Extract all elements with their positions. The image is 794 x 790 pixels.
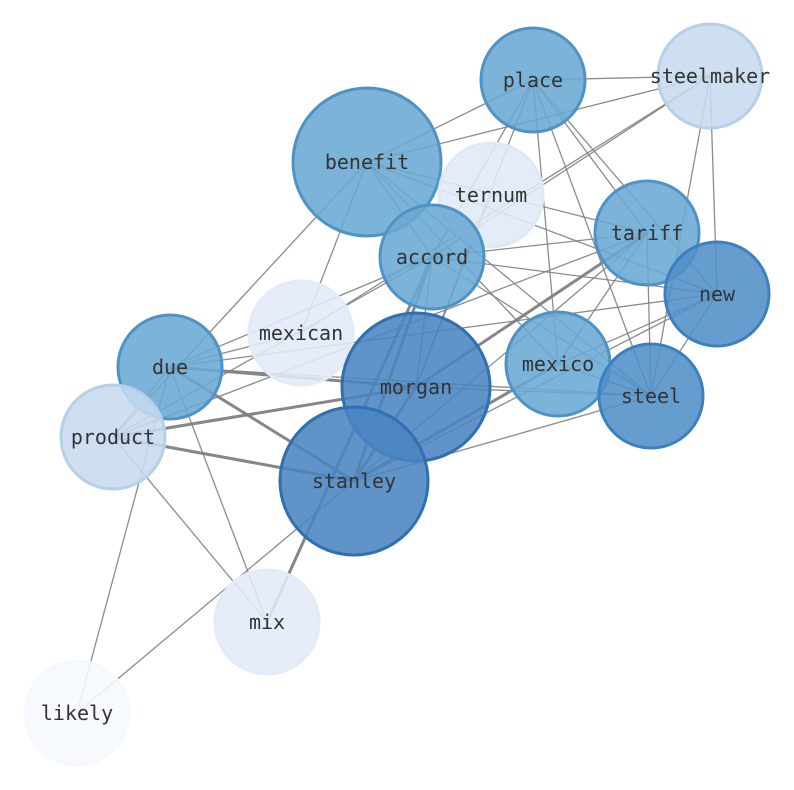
node-label-due: due	[152, 355, 188, 379]
node-mexican	[247, 279, 355, 387]
node-label-mexico: mexico	[522, 352, 594, 376]
node-likely	[23, 659, 131, 767]
node-place	[479, 26, 587, 134]
node-product	[59, 383, 167, 491]
node-due	[116, 313, 224, 421]
node-label-stanley: stanley	[312, 469, 396, 493]
node-steel	[597, 342, 705, 450]
node-label-accord: accord	[396, 245, 468, 269]
node-accord	[378, 203, 486, 311]
node-label-benefit: benefit	[325, 150, 409, 174]
node-new	[663, 240, 771, 348]
node-label-ternum: ternum	[455, 183, 527, 207]
node-stanley	[278, 405, 430, 557]
label-layer: place steelmaker benefit ternum tariff accord…	[41, 64, 770, 725]
node-tariff	[593, 179, 701, 287]
node-label-mexican: mexican	[259, 321, 343, 345]
node-label-steel: steel	[621, 384, 681, 408]
node-layer	[23, 22, 771, 767]
node-label-steelmaker: steelmaker	[650, 64, 770, 88]
node-label-likely: likely	[41, 701, 113, 725]
node-label-place: place	[503, 68, 563, 92]
node-label-morgan: morgan	[380, 375, 452, 399]
node-label-tariff: tariff	[611, 221, 683, 245]
node-label-product: product	[71, 425, 155, 449]
node-benefit	[291, 86, 443, 238]
node-label-new: new	[699, 282, 736, 306]
node-mix	[213, 568, 321, 676]
edge-place-steel	[532, 79, 652, 397]
node-steelmaker	[656, 22, 764, 130]
node-label-mix: mix	[249, 610, 285, 634]
